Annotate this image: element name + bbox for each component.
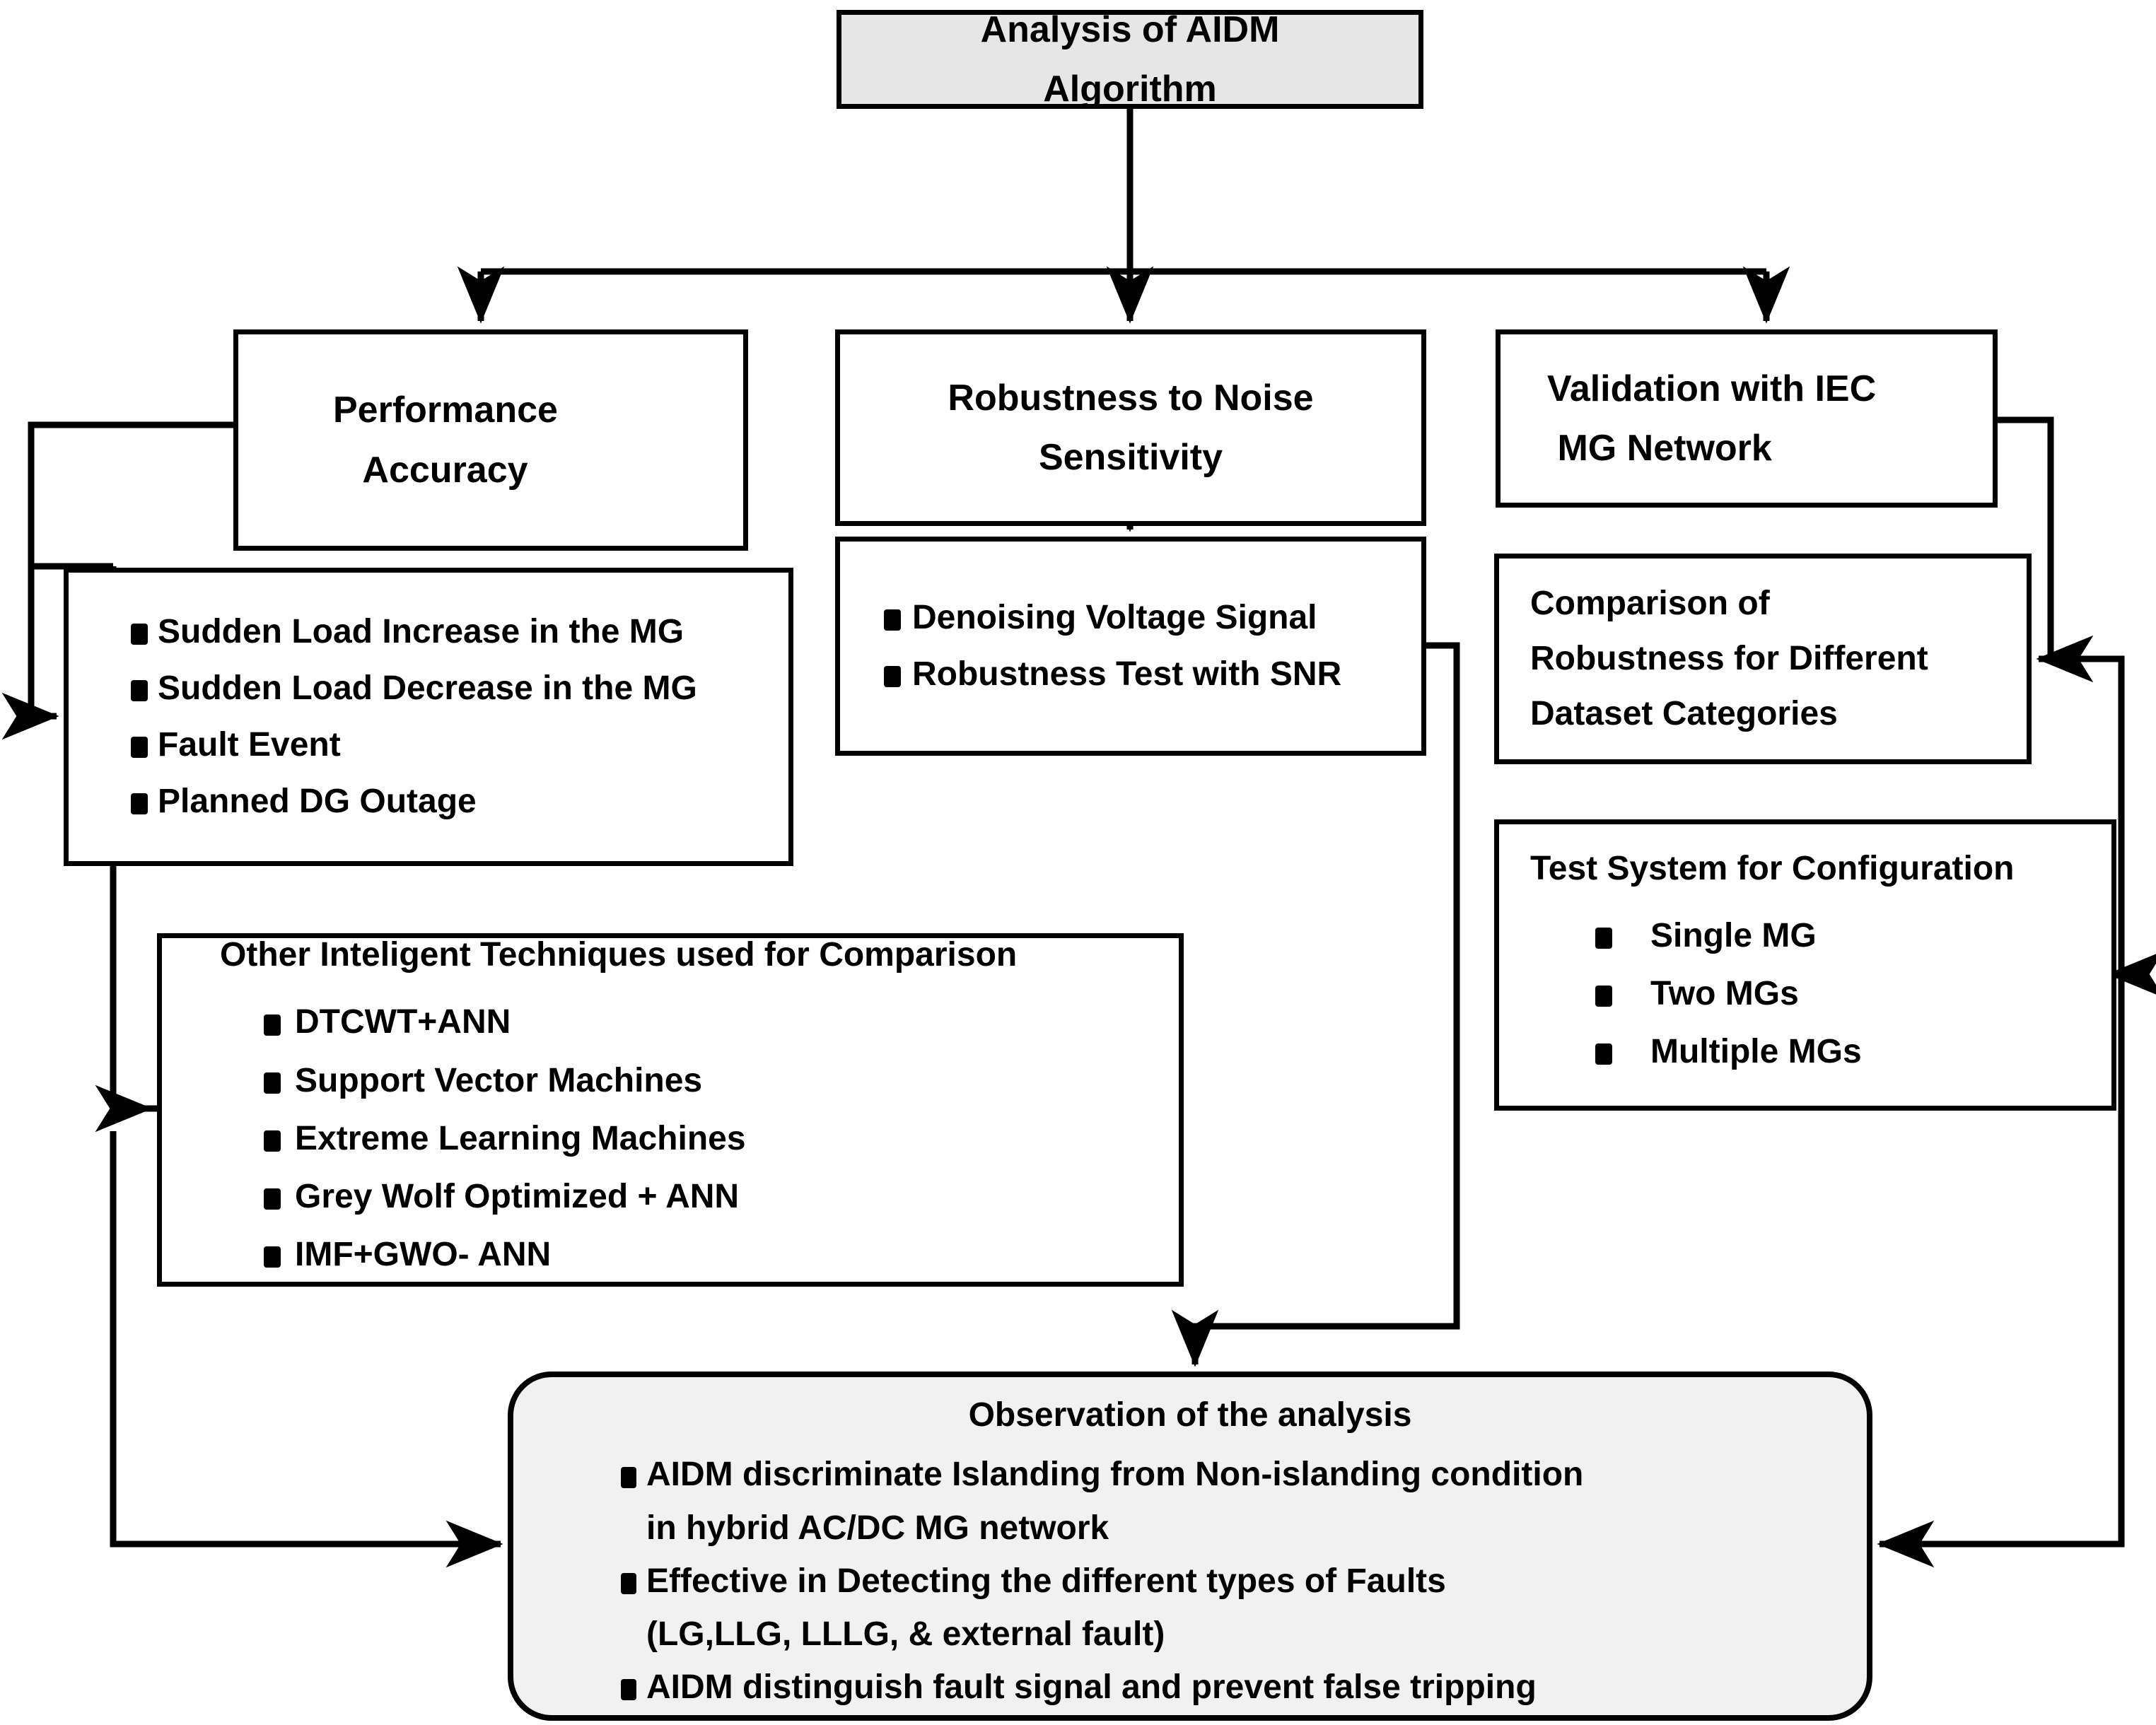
node-analysis-of-aidm-algorithm[interactable]: Analysis of AIDM Algorithm [837,9,1423,110]
node-observation-of-the-analysis[interactable]: Observation of the analysis AIDM discrim… [508,1372,1872,1721]
list-item: Multiple MGs [1595,1029,2111,1075]
square-bullet-icon [264,1188,281,1210]
square-bullet-icon [264,1246,281,1268]
node-validation-with-iec-mg-network[interactable]: Validation with IEC MG Network [1496,329,1998,508]
list-item-label: DTCWT+ANN [295,1003,511,1041]
list-item: Sudden Load Decrease in the MG [131,665,788,712]
list-item-label: Multiple MGs [1650,1033,1862,1071]
list-item: DTCWT+ANN [264,999,1179,1046]
list-item-label: Robustness Test with SNR [912,655,1342,693]
square-bullet-icon [884,666,901,688]
node-title-line-2: Sensitivity [1038,437,1223,478]
square-bullet-icon [264,1014,281,1036]
node-denoising-robustness[interactable]: Denoising Voltage Signal Robustness Test… [835,537,1426,756]
list-item-label: AIDM distinguish fault signal and preven… [646,1668,1537,1707]
node-performance-accuracy[interactable]: Performance Accuracy [233,329,748,551]
list-item-label: Two MGs [1650,974,1799,1012]
list-item-label: Support Vector Machines [295,1061,703,1099]
list-item: Two MGs [1595,971,2111,1017]
test-system-list: Single MG Two MGs Multiple MGs [1530,901,2111,1087]
square-bullet-icon [621,1466,636,1488]
square-bullet-icon [131,737,148,759]
list-item-label: Effective in Detecting the different typ… [646,1562,1446,1600]
node-lead-label: Test System for Configuration [1530,849,2015,887]
event-list: Sudden Load Increase in the MG Sudden Lo… [131,599,788,836]
square-bullet-icon [131,679,148,701]
node-title-line-1: Performance [333,390,558,431]
list-item: Single MG [1595,913,2111,959]
list-item-label: Extreme Learning Machines [295,1119,746,1157]
node-title-line-2: Robustness for Different [1530,640,1928,678]
list-item-label: Fault Event [158,726,341,764]
list-item: IMF+GWO- ANN [264,1232,1179,1278]
list-item: Planned DG Outage [131,778,788,825]
node-title-line-3: Dataset Categories [1530,694,1838,732]
square-bullet-icon [621,1679,636,1701]
node-comparison-of-robustness[interactable]: Comparison of Robustness for Different D… [1494,554,2032,764]
node-title-line-2: Algorithm [1043,69,1217,110]
node-title-line-1: Comparison of [1530,585,1770,623]
list-item: Sudden Load Increase in the MG [131,609,788,655]
list-item-label: Sudden Load Increase in the MG [158,612,684,650]
square-bullet-icon [884,609,901,631]
node-other-intelligent-techniques[interactable]: Other Inteligent Techniques used for Com… [157,933,1184,1287]
list-item-label: Single MG [1650,916,1817,954]
node-title-line-2: MG Network [1547,428,1772,469]
square-bullet-icon [1595,927,1612,949]
list-item: Support Vector Machines [264,1058,1179,1104]
list-item-continuation: (LG,LLG, LLLG, & external fault) [646,1615,1165,1654]
square-bullet-icon [264,1072,281,1094]
list-item: Robustness Test with SNR [884,651,1421,698]
node-title-line-2: Accuracy [333,449,528,491]
square-bullet-icon [1595,985,1612,1007]
node-test-system-configuration[interactable]: Test System for Configuration Single MG … [1494,819,2116,1111]
list-item: Effective in Detecting the different typ… [621,1558,1867,1605]
node-title-line-1: Robustness to Noise [948,377,1314,419]
list-item: AIDM distinguish fault signal and preven… [621,1664,1867,1711]
list-item-label: Sudden Load Decrease in the MG [158,669,697,707]
list-item: Extreme Learning Machines [264,1116,1179,1162]
square-bullet-icon [131,623,148,645]
list-item-label: Planned DG Outage [158,783,477,821]
square-bullet-icon [264,1130,281,1152]
observation-list: AIDM discriminate Islanding from Non-isl… [513,1445,1867,1717]
list-item-label: Denoising Voltage Signal [912,598,1317,636]
list-item-label: IMF+GWO- ANN [295,1236,552,1274]
node-robustness-to-noise-sensitivity[interactable]: Robustness to Noise Sensitivity [835,329,1426,526]
square-bullet-icon [621,1573,636,1594]
list-item: Grey Wolf Optimized + ANN [264,1174,1179,1220]
list-item-label: AIDM discriminate Islanding from Non-isl… [646,1456,1584,1494]
list-item: AIDM discriminate Islanding from Non-isl… [621,1451,1867,1498]
node-lead-label: Other Inteligent Techniques used for Com… [220,936,1018,974]
techniques-list: DTCWT+ANN Support Vector Machines Extrem… [220,988,1179,1290]
node-lead-label: Observation of the analysis [968,1396,1412,1434]
list-item: Denoising Voltage Signal [884,595,1421,641]
square-bullet-icon [131,793,148,815]
list-item: Fault Event [131,722,788,768]
node-event-categories[interactable]: Sudden Load Increase in the MG Sudden Lo… [64,568,793,866]
list-item-continuation: in hybrid AC/DC MG network [646,1509,1109,1547]
list-item-label: Grey Wolf Optimized + ANN [295,1178,740,1216]
denoise-list: Denoising Voltage Signal Robustness Test… [884,585,1421,708]
node-title-line-1: Analysis of AIDM [980,8,1280,50]
node-title-line-1: Validation with IEC [1547,368,1877,409]
square-bullet-icon [1595,1043,1612,1065]
